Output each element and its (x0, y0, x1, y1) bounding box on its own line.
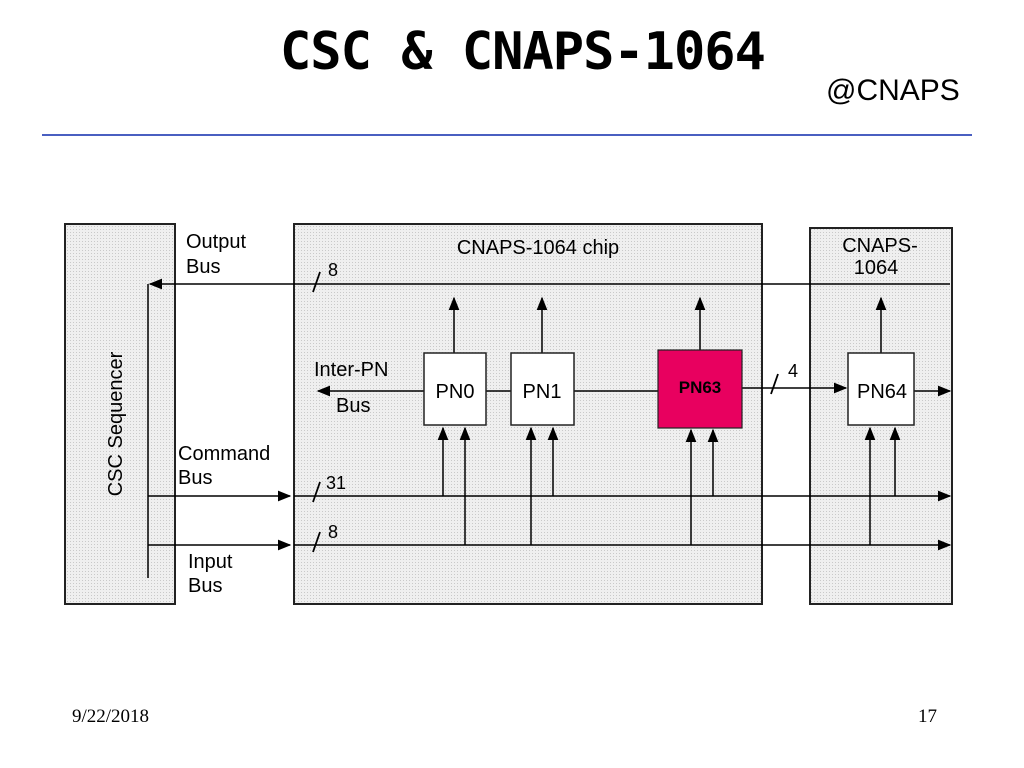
output-bus-label-line1: Output (186, 231, 246, 253)
pn1-box (510, 352, 575, 426)
output-bus-width: 8 (328, 260, 338, 280)
inter-pn-width: 4 (788, 361, 798, 381)
slide-title: CSC & CNAPS-1064 (280, 22, 766, 82)
output-bus-label-line2: Bus (186, 256, 220, 278)
output-bus-width-tick (312, 271, 321, 293)
input-bus-label-line2: Bus (188, 575, 222, 597)
inter-pn-label-line1: Inter-PN (314, 359, 388, 381)
pn63-label: PN63 (679, 378, 722, 397)
slide-subtitle: @CNAPS (826, 74, 960, 107)
pn1-label: PN1 (523, 381, 562, 403)
inter-pn-width-tick (770, 373, 779, 395)
pn0-label: PN0 (436, 381, 475, 403)
title-divider (42, 134, 972, 136)
footer-page-number: 17 (918, 706, 937, 727)
pn63-box (657, 349, 743, 429)
input-bus-width: 8 (328, 522, 338, 542)
next-chip-label-line1: CNAPS- (842, 235, 918, 257)
inter-pn-label-line2: Bus (336, 395, 370, 417)
pn0-box (423, 352, 487, 426)
pn64-label: PN64 (857, 381, 907, 403)
sequencer-label: CSC Sequencer (105, 351, 127, 496)
footer-date: 9/22/2018 (72, 706, 150, 727)
pn64-box (847, 352, 915, 426)
next-chip-label-line2: 1064 (854, 257, 899, 279)
input-bus-label-line1: Input (188, 551, 233, 573)
chip-label: CNAPS-1064 chip (457, 237, 619, 259)
input-bus-width-tick (312, 531, 321, 553)
command-bus-width-tick (312, 481, 321, 503)
command-bus-label-line1: Command (178, 443, 270, 465)
command-bus-label-line2: Bus (178, 467, 212, 489)
command-bus-width: 31 (326, 473, 346, 493)
